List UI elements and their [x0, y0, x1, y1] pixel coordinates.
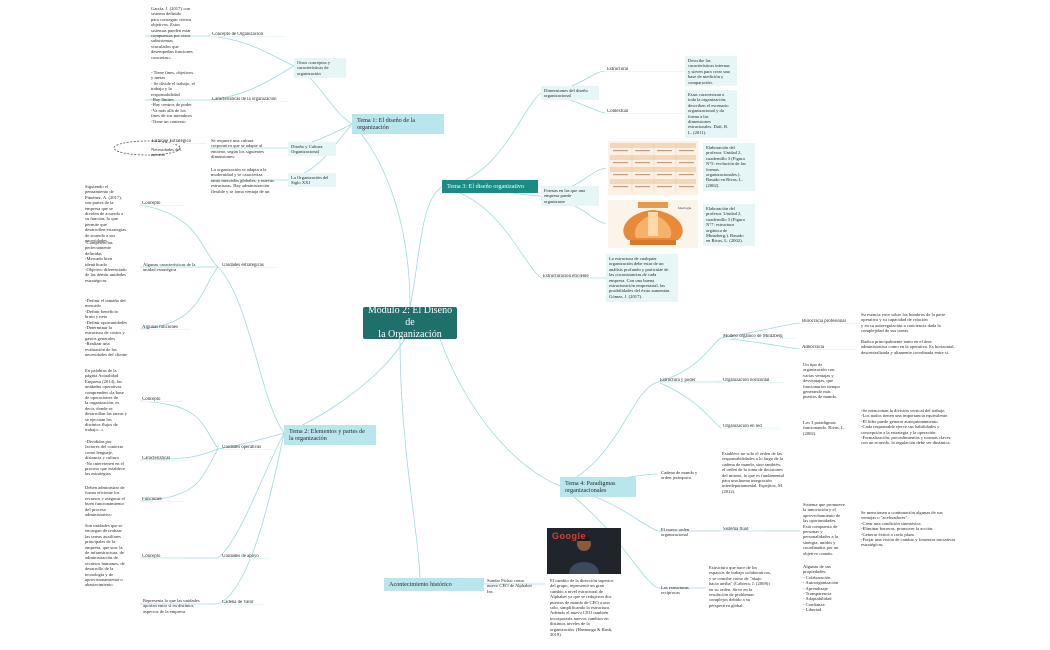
node-formas-organizarse[interactable]: Formas en las que una empresa puede orga… [541, 186, 599, 206]
text-cadena-valor: Representa lo que las unidades aportan e… [143, 598, 200, 614]
topic-tema-4[interactable]: Tema 4: Paradigmas organizacionales [560, 477, 636, 497]
text-formas-figura-1: Elaboración del profesor. Unidad 2, cuad… [703, 143, 755, 191]
node-algunas-funciones[interactable]: Algunas funciones [140, 325, 190, 331]
table-graphic [610, 143, 696, 193]
node-estructura-poder[interactable]: Estructura y poder [658, 378, 716, 384]
node-unidades-operativas[interactable]: Unidades operativas [220, 445, 276, 451]
node-organizacion-siglo-xxi[interactable]: La Organización del Siglo XXI [288, 173, 336, 187]
node-burocracia-profesional[interactable]: Burocracia profesional [800, 319, 860, 325]
photo-google-word: Google [552, 531, 586, 541]
node-estructuras-reciprocas[interactable]: Las estructuras recíprocas [661, 585, 689, 596]
text-algunas-funciones: -Definir el tamaño del mercado -Definir … [85, 298, 128, 358]
text-burocracia-profesional: Su esencia yace sobre los hombros de la … [861, 312, 946, 334]
text-organizacion-red-detalle: -Se mencionan la división vertical del t… [861, 408, 951, 446]
node-unidades-apoyo[interactable]: Unidades de apoyo [220, 554, 270, 560]
node-cadena-mando[interactable]: Cadena de mando y orden jerárquico [661, 470, 698, 481]
photo-graphic [547, 528, 621, 574]
figure-evolucion-formas [608, 141, 698, 195]
topic-tema-1[interactable]: Tema 1: El diseño de la organización [352, 114, 444, 134]
text-organizacion-siglo-xxi: La organización se adapta a la modernida… [211, 167, 274, 194]
node-enfoque-estrategico[interactable]: Enfoque Estratégico [150, 139, 206, 145]
text-algunas-caracteristicas: -Competencias perfectamente definidas -M… [85, 240, 127, 283]
node-sundar-pichai[interactable]: Sundar Pichai como nuevo CEO de Alphabet… [487, 578, 532, 594]
topic-acontecimiento-historico[interactable]: Acontecimiento histórico [384, 578, 484, 591]
text-caracteristicas-organizacion: - Tiene fines, objetivos y metas - Se di… [151, 70, 195, 124]
text-cadena-mando: Establece no solo el orden de las respon… [722, 451, 785, 494]
text-estrategicas-concepto: Siguiendo el pensamiento de Piménez, A. … [85, 184, 126, 244]
text-diseno-cultura: Se requiere una cultura corporativa que … [211, 138, 265, 160]
node-cadena-valor[interactable]: Cadena de Valor [220, 600, 264, 606]
text-formas-figura-2: Elaboración del profesor. Unidad 2, cuad… [703, 204, 755, 246]
figure-mintzberg: Ideología [608, 200, 698, 248]
text-operativas-concepto: En palabras de la página Actualidad Empr… [85, 368, 127, 432]
node-caracteristicas-organizacion[interactable]: Características de la organización [210, 97, 289, 103]
node-dimensiones-diseno[interactable]: Dimensiones del diseño organizacional [541, 86, 599, 100]
topic-tema-2[interactable]: Tema 2: Elementos y partes de la organiz… [284, 425, 376, 445]
text-contextual: Estas caracterizan a toda la organizació… [685, 90, 737, 138]
node-organizacion-red[interactable]: Organización en red [721, 424, 781, 430]
node-algunas-caracteristicas[interactable]: Algunas características de la unidad est… [143, 262, 196, 273]
node-sistema-fluid[interactable]: Sistema fluid [721, 527, 765, 533]
figure-mintzberg-label: Ideología [678, 206, 692, 210]
text-estructuracion-eficiente: La estructura de cualquier organización … [606, 254, 678, 302]
text-operativas-funciones: Deben administrar de forma eficiente los… [85, 485, 125, 518]
topic-tema-3[interactable]: Tema 3: El diseño organizativo [442, 180, 538, 193]
node-modelo-mintzberg[interactable]: Modelo orgánico de Mintzberg [721, 334, 797, 340]
node-operativas-funciones[interactable]: Funciones [140, 497, 184, 503]
node-estructural[interactable]: Estructural [605, 67, 685, 73]
node-adhocracia[interactable]: Adhocracia [800, 345, 856, 351]
node-organizacion-horizontal[interactable]: Organización horizontal [721, 378, 785, 384]
node-operativas-caracteristicas[interactable]: Características [140, 456, 188, 462]
node-nuevo-orden[interactable]: El nuevo orden organizacional [661, 527, 690, 538]
mintzberg-graphic [623, 202, 683, 245]
text-adhocracia: Radica principalmente tanto en el área a… [861, 339, 955, 355]
node-estrategicas-concepto[interactable]: Concepto [140, 201, 184, 207]
photo-sundar-pichai: Google [547, 528, 621, 574]
text-organizacion-horizontal: Un tipo de organización con varias venta… [803, 362, 840, 400]
node-unidades-estrategicas[interactable]: Unidades estratégicas [220, 263, 276, 269]
node-otros-conceptos[interactable]: Otros conceptos y características de org… [294, 58, 346, 78]
text-apoyo-concepto: Son unidades que se encargan de realizar… [85, 523, 125, 588]
text-concepto-organizacion: García, J. (2017) «un sistema definido p… [151, 6, 193, 60]
node-necesidades-entorno[interactable]: Necesidades del entorno [151, 147, 181, 158]
node-diseno-cultura[interactable]: Diseño y Cultura Organizacional [288, 142, 336, 156]
node-concepto-organizacion[interactable]: Concepto de Organización [210, 32, 284, 38]
node-operativas-concepto[interactable]: Concepto [140, 397, 184, 403]
text-operativas-caracteristicas: -Divididas por factores del contexto com… [85, 439, 126, 477]
node-contextual[interactable]: Contextual [605, 109, 685, 115]
node-estructuracion-eficiente[interactable]: Estructuración eficiente [541, 274, 605, 280]
text-sistema-fluid: Sistema que promueve la innovación y el … [803, 502, 845, 556]
text-estructuras-reciprocas: Estructura que nace de los espacios de t… [709, 565, 771, 608]
text-sundar-pichai: El cambio de la dirección superior del g… [550, 578, 614, 638]
text-estructural: Describe las características internas y … [685, 56, 737, 86]
text-sistema-fluid-detalle: Se mencionan a continuación algunas de s… [861, 510, 956, 548]
text-organizacion-red: Los 3 paradigmas funcionando. Rivas, L. … [803, 420, 845, 436]
node-apoyo-concepto[interactable]: Concepto [140, 554, 184, 560]
central-topic[interactable]: Módulo 2: El Diseño de la Organización [363, 305, 457, 340]
text-estructuras-reciprocas-detalle: Algunas de sus propiedades: - Colaboraci… [803, 564, 839, 613]
